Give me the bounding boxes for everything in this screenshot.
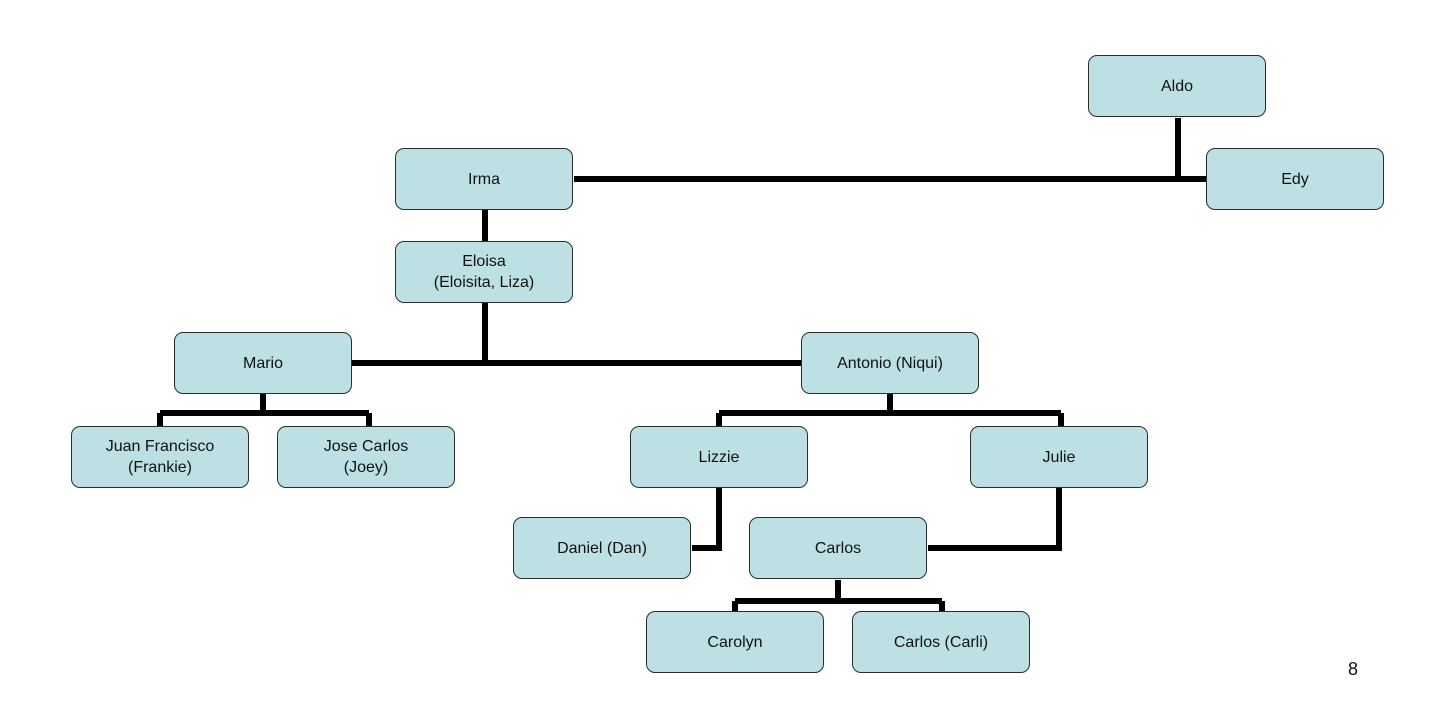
node-aldo[interactable]: Aldo <box>1088 55 1266 117</box>
connector-antonio-children <box>716 394 1064 426</box>
connector-julie-carlos <box>928 487 1062 551</box>
connector-lizzie-daniel <box>692 487 722 551</box>
node-carlos-carli[interactable]: Carlos (Carli) <box>852 611 1030 673</box>
node-eloisa[interactable]: Eloisa (Eloisita, Liza) <box>395 241 573 303</box>
connector-carlos-children <box>732 580 945 611</box>
node-irma[interactable]: Irma <box>395 148 573 210</box>
node-carlos[interactable]: Carlos <box>749 517 927 579</box>
connector-mario-children <box>157 394 372 426</box>
node-jose-carlos[interactable]: Jose Carlos (Joey) <box>277 426 455 488</box>
node-lizzie[interactable]: Lizzie <box>630 426 808 488</box>
node-edy[interactable]: Edy <box>1206 148 1384 210</box>
node-antonio[interactable]: Antonio (Niqui) <box>801 332 979 394</box>
node-mario[interactable]: Mario <box>174 332 352 394</box>
node-juan-francisco[interactable]: Juan Francisco (Frankie) <box>71 426 249 488</box>
page-number: 8 <box>1347 659 1358 679</box>
node-carolyn[interactable]: Carolyn <box>646 611 824 673</box>
node-julie[interactable]: Julie <box>970 426 1148 488</box>
node-daniel[interactable]: Daniel (Dan) <box>513 517 691 579</box>
